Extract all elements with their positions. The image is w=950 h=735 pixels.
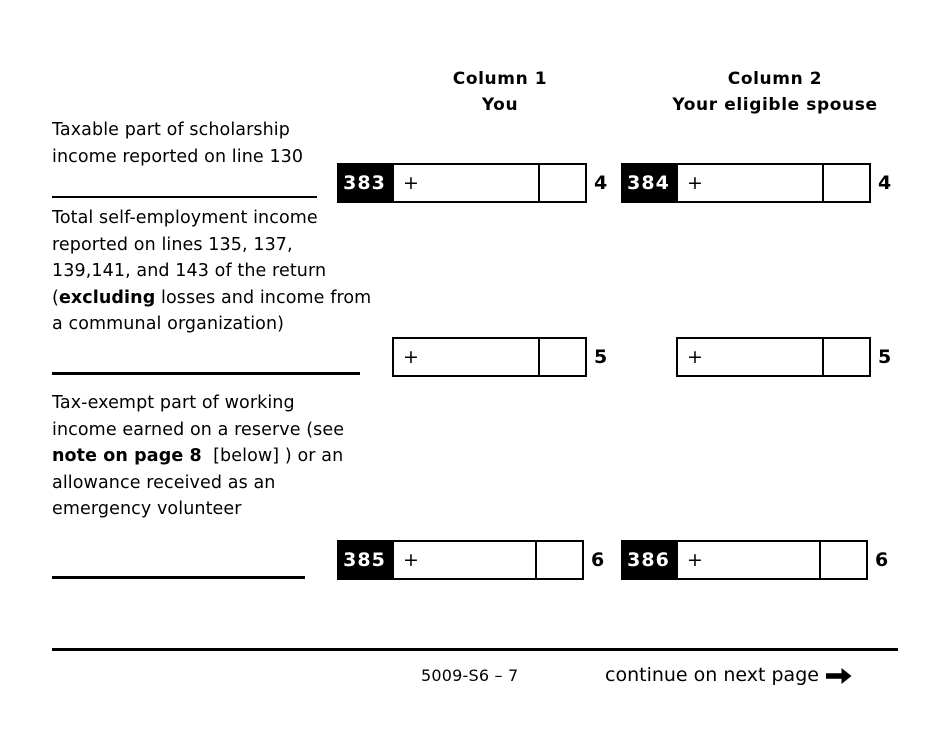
- amount-input-row2-col2[interactable]: +: [676, 337, 824, 377]
- footer-divider: [52, 648, 898, 651]
- continue-label: continue on next page: [605, 664, 819, 686]
- row-3-divider: [52, 576, 305, 579]
- field-group-line-383: 383 + 4: [337, 163, 607, 203]
- column-1-subtitle: You: [481, 95, 519, 115]
- line-number-5-col2: 5: [878, 346, 892, 368]
- column-2-subtitle: Your eligible spouse: [672, 95, 878, 115]
- cents-input-384[interactable]: [824, 163, 871, 203]
- amount-input-383[interactable]: +: [392, 163, 540, 203]
- amount-input-386[interactable]: +: [676, 540, 821, 580]
- amount-input-row2-col1[interactable]: +: [392, 337, 540, 377]
- column-2-title: Column 2: [727, 69, 823, 89]
- line-number-4-col1: 4: [594, 172, 608, 194]
- plus-sign: +: [403, 548, 419, 571]
- cents-input-385[interactable]: [537, 540, 584, 580]
- column-1-title: Column 1: [452, 69, 548, 89]
- plus-sign: +: [403, 345, 419, 368]
- cents-input-386[interactable]: [821, 540, 868, 580]
- row-2-divider: [52, 372, 360, 375]
- field-group-line-386: 386 + 6: [621, 540, 888, 580]
- line-number-6-col2: 6: [875, 549, 889, 571]
- cents-input-383[interactable]: [540, 163, 587, 203]
- line-code-box-385: 385: [337, 540, 392, 580]
- column-1-header: Column 1 You: [380, 66, 620, 118]
- arrow-right-icon: [825, 666, 852, 686]
- continue-next-page-note: continue on next page: [605, 664, 852, 686]
- field-group-row2-col2: + 5: [676, 337, 891, 377]
- field-group-line-384: 384 + 4: [621, 163, 891, 203]
- line-code-box-383: 383: [337, 163, 392, 203]
- line-number-5-col1: 5: [594, 346, 608, 368]
- row-1-label: Taxable part of scholarship income repor…: [52, 120, 304, 167]
- row-2-label: Total self-employment income reported on…: [52, 208, 372, 334]
- column-2-header: Column 2 Your eligible spouse: [655, 66, 895, 118]
- form-identifier: 5009-S6 – 7: [421, 666, 519, 685]
- plus-sign: +: [687, 548, 703, 571]
- row-3-label: Tax-exempt part of working income earned…: [52, 393, 345, 519]
- cents-input-row2-col2[interactable]: [824, 337, 871, 377]
- cents-input-row2-col1[interactable]: [540, 337, 587, 377]
- field-group-row2-col1: + 5: [392, 337, 607, 377]
- line-code-box-384: 384: [621, 163, 676, 203]
- plus-sign: +: [687, 171, 703, 194]
- field-group-line-385: 385 + 6: [337, 540, 604, 580]
- amount-input-384[interactable]: +: [676, 163, 824, 203]
- line-code-box-386: 386: [621, 540, 676, 580]
- line-number-6-col1: 6: [591, 549, 605, 571]
- amount-input-385[interactable]: +: [392, 540, 537, 580]
- line-number-4-col2: 4: [878, 172, 892, 194]
- row-1-divider: [52, 196, 317, 198]
- plus-sign: +: [403, 171, 419, 194]
- plus-sign: +: [687, 345, 703, 368]
